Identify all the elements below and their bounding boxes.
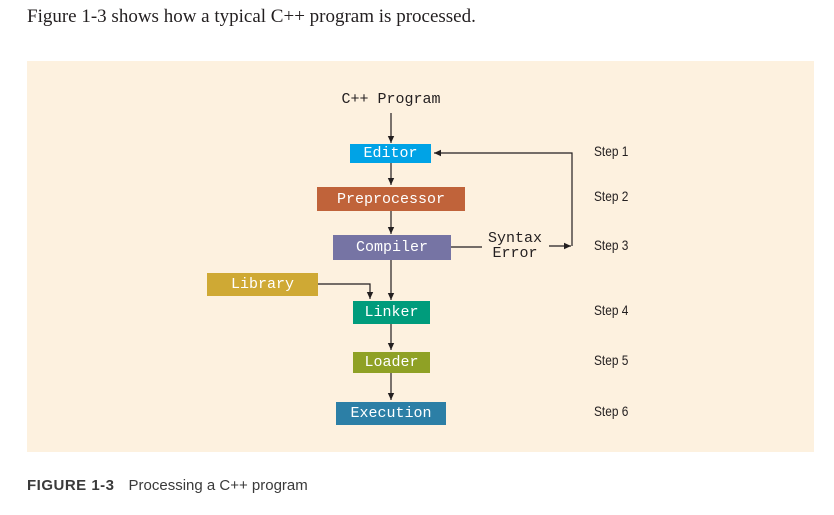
figure-caption-text: Processing a C++ program: [128, 477, 308, 494]
syntax-error-line2: Error: [492, 245, 538, 262]
editor-box: Editor: [350, 144, 431, 163]
step-6-label: Step 6: [594, 403, 629, 419]
step-4-label: Step 4: [594, 302, 629, 318]
loader-box: Loader: [353, 352, 430, 373]
linker-box: Linker: [353, 301, 430, 324]
step-2-label: Step 2: [594, 188, 629, 204]
compiler-box: Compiler: [333, 235, 451, 260]
intro-text: Figure 1-3 shows how a typical C++ progr…: [27, 6, 476, 27]
arrow-library-to-linker: [318, 283, 374, 299]
figure-caption: FIGURE 1-3 Processing a C++ program: [27, 477, 308, 494]
execution-box: Execution: [336, 402, 446, 425]
cpp-program-label: C++ Program: [341, 91, 441, 108]
preprocessor-box: Preprocessor: [317, 187, 465, 211]
step-5-label: Step 5: [594, 352, 629, 368]
arrow-syntax-error-back-to-editor: [434, 149, 573, 246]
syntax-error-line1: Syntax: [487, 230, 542, 247]
step-1-label: Step 1: [594, 143, 629, 159]
step-3-label: Step 3: [594, 237, 629, 253]
syntax-error-label: Syntax Error: [480, 231, 550, 261]
library-box: Library: [207, 273, 318, 296]
figure-number: FIGURE 1-3: [27, 477, 115, 494]
